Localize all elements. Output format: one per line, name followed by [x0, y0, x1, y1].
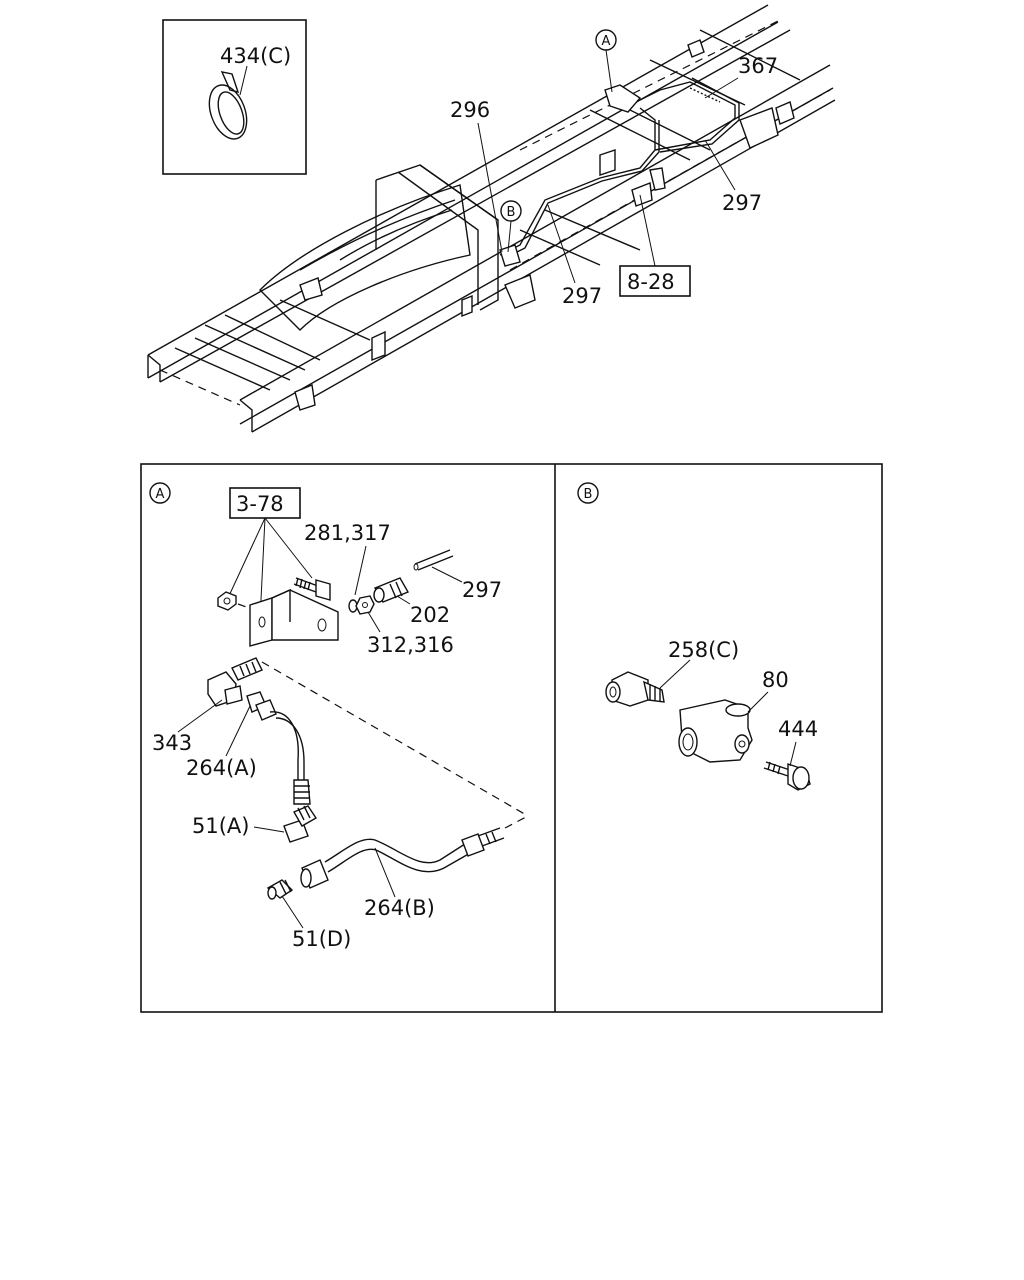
elbow-343-drawing	[207, 657, 263, 707]
label-312-316: 312,316	[367, 633, 454, 657]
fitting-51d-drawing	[266, 879, 294, 900]
label-51a: 51(A)	[192, 814, 249, 838]
chassis-frame	[147, 4, 836, 433]
label-297-detail: 297	[462, 578, 502, 602]
label-296: 296	[450, 98, 490, 122]
nut-drawing	[217, 591, 237, 611]
panel-b-marker-label: B	[584, 487, 593, 502]
label-51d: 51(D)	[292, 927, 351, 951]
brake-pipes	[499, 77, 740, 267]
union-202-drawing	[373, 577, 410, 603]
label-297-mid: 297	[562, 284, 602, 308]
clip-434c-drawing	[208, 71, 248, 140]
panel-a-marker-label: A	[156, 487, 165, 502]
panel-a: A 3-78 281,317	[149, 482, 529, 951]
label-3-78: 3-78	[236, 492, 284, 516]
bracket-drawing	[249, 588, 339, 647]
fitting-258c-drawing	[605, 671, 665, 707]
label-297-right: 297	[722, 191, 762, 215]
detail-panels-frame	[140, 463, 883, 1013]
elbow-51a-drawing	[283, 805, 317, 843]
label-281-317: 281,317	[304, 521, 391, 545]
hose-264b-drawing	[300, 827, 505, 889]
pipe-297-drawing	[413, 549, 454, 571]
label-258c: 258(C)	[668, 638, 739, 662]
circle-a-top-label: A	[602, 34, 611, 49]
panel-b-marker	[577, 482, 599, 504]
hose-264a-drawing	[246, 691, 311, 805]
bolt-444-drawing	[763, 761, 811, 791]
leader-434c	[239, 65, 248, 96]
label-202: 202	[410, 603, 450, 627]
panel-b: B 258(C) 80 444	[577, 482, 818, 791]
label-434c: 434(C)	[220, 44, 291, 68]
label-8-28: 8-28	[627, 270, 675, 294]
bolt-281-317-drawing	[293, 577, 331, 601]
label-80: 80	[762, 668, 789, 692]
panel-a-marker	[149, 482, 171, 504]
frame-callouts: A B 296 367 297 297 8-28	[450, 29, 778, 308]
label-343: 343	[152, 731, 192, 755]
label-367: 367	[738, 54, 778, 78]
label-264b: 264(B)	[364, 896, 435, 920]
label-444: 444	[778, 717, 818, 741]
clip-inset: 434(C)	[162, 19, 307, 175]
tee-80-drawing	[678, 699, 753, 763]
washer-312-316-drawing	[348, 595, 375, 615]
label-264a: 264(A)	[186, 756, 257, 780]
circle-b-top-label: B	[507, 205, 516, 220]
